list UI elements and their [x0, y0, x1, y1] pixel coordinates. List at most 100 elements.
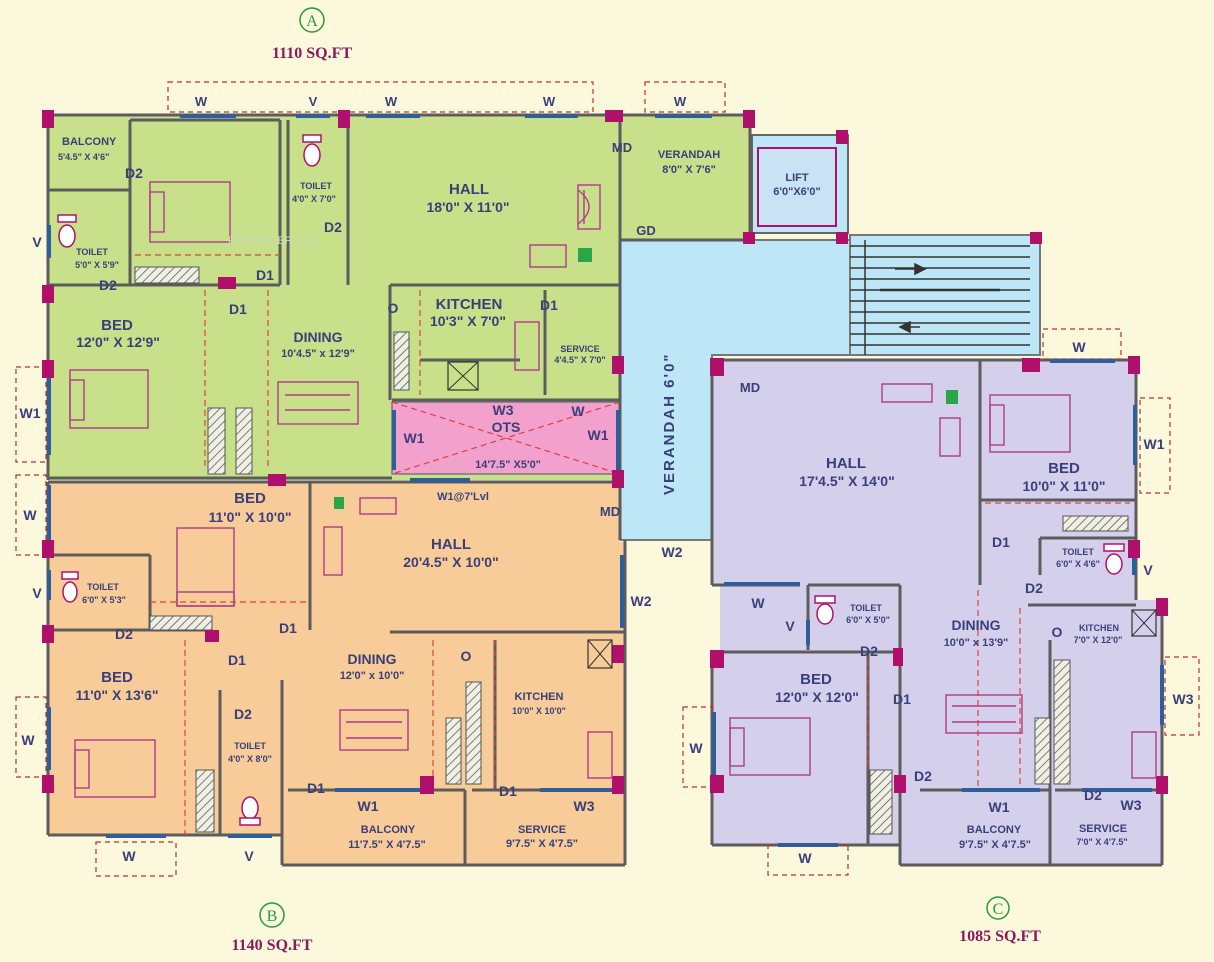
toilet-icon	[239, 796, 261, 826]
tag-d1: D1	[893, 691, 911, 707]
unit-c-letter: C	[993, 901, 1004, 918]
toilet-c1-dim: 6'0" X 4'6"	[1056, 559, 1100, 569]
tag-d1: D1	[992, 534, 1010, 550]
sink-icon	[447, 361, 479, 391]
dining-c-name: DINING	[952, 617, 1001, 633]
tag-w1: W1	[404, 430, 425, 446]
tag-w: W	[21, 732, 35, 748]
tag-d2: D2	[125, 165, 143, 181]
balcony-c-dim: 9'7.5" X 4'7.5"	[959, 839, 1031, 851]
toilet-b1-name: TOILET	[87, 582, 119, 592]
tag-gd: GD	[636, 223, 656, 238]
tag-w3: W3	[1121, 797, 1142, 813]
tag-w3: W3	[574, 798, 595, 814]
hall-b-name: HALL	[431, 536, 471, 553]
plant-icon	[334, 497, 344, 509]
tag-w: W	[751, 595, 765, 611]
tag-d2: D2	[324, 219, 342, 235]
hall-a-name: HALL	[449, 181, 489, 198]
dining-b-dim: 12'0" x 10'0"	[340, 670, 405, 682]
sink-icon	[587, 639, 613, 669]
dining-a-name: DINING	[294, 329, 343, 345]
dining-table-icon	[339, 709, 409, 751]
tag-w1: W1	[358, 798, 379, 814]
hall-c-name: HALL	[826, 455, 866, 472]
tag-w: W	[122, 848, 136, 864]
tag-md: MD	[600, 504, 620, 519]
bed-a-dim: 12'0" X 12'9"	[76, 334, 160, 350]
unit-b-rooms: BED 11'0" X 10'0" TOILET 6'0" X 5'3" HAL…	[76, 490, 578, 851]
plant-icon	[578, 248, 592, 262]
tag-w2: W2	[631, 593, 652, 609]
unit-a-circle	[299, 7, 325, 33]
tag-v: V	[1143, 562, 1153, 578]
unit-a-area: 1110 SQ.FT	[272, 45, 352, 62]
tag-w1: W1	[1144, 436, 1165, 452]
unit-c-label: C 1085 SQ.FT	[959, 896, 1041, 945]
unit-a-label: A 1110 SQ.FT	[272, 7, 352, 62]
unit-b-walls	[46, 480, 627, 867]
hall-a-dim: 18'0" X 11'0"	[427, 199, 510, 215]
toilet-c2-name: TOILET	[850, 603, 882, 613]
tag-v: V	[244, 848, 254, 864]
tag-w1-lvl: W1@7'Lvl	[437, 491, 489, 503]
sink-icon	[1131, 609, 1157, 637]
sofa-icon	[529, 244, 567, 268]
stove-icon	[1131, 731, 1157, 779]
tag-d1: D1	[540, 297, 558, 313]
tag-w: W	[1072, 339, 1086, 355]
balcony-b-name: BALCONY	[361, 824, 416, 836]
plant-icon	[946, 390, 958, 404]
toilet-b1-dim: 6'0" X 5'3"	[82, 595, 126, 605]
unit-a-fill	[48, 115, 750, 480]
balcony-c-name: BALCONY	[967, 824, 1022, 836]
toilet-c2-dim: 6'0" X 5'0"	[846, 615, 890, 625]
furniture	[57, 134, 1157, 826]
kitchen-b-name: KITCHEN	[515, 691, 564, 703]
toilet-a2-name: TOILET	[300, 181, 332, 191]
tag-d2: D2	[99, 277, 117, 293]
tag-md: MD	[740, 380, 760, 395]
verandah-label: VERANDAH 6'0"	[661, 352, 678, 495]
sofa-icon	[359, 497, 397, 515]
tag-o: O	[1052, 624, 1063, 640]
tag-d1: D1	[279, 620, 297, 636]
service-a-name: SERVICE	[560, 344, 599, 354]
service-a-dim: 4'4.5" X 7'0"	[554, 355, 605, 365]
unit-b-circle	[259, 902, 285, 928]
dining-b-name: DINING	[348, 651, 397, 667]
dining-table-icon	[277, 381, 359, 425]
tag-v: V	[309, 94, 318, 109]
service-c-dim: 7'0" X 4'7.5"	[1076, 837, 1127, 847]
bed-b2-name: BED	[101, 669, 133, 686]
bed-c2-dim: 12'0" X 12'0"	[775, 689, 859, 705]
toilet-icon	[302, 134, 322, 167]
service-c-name: SERVICE	[1079, 823, 1127, 835]
unit-a-rooms: BALCONY 5'4.5" X 4'6" TOILET 5'0" X 5'9"…	[58, 136, 821, 471]
columns	[42, 110, 1168, 794]
toilet-icon	[61, 571, 79, 603]
tag-d1: D1	[307, 780, 325, 796]
ots-area	[391, 401, 621, 475]
lift-dim: 6'0"X6'0"	[773, 186, 820, 198]
sofa-icon	[939, 417, 961, 457]
tag-v: V	[32, 234, 42, 250]
tag-w: W	[798, 850, 812, 866]
tag-d1: D1	[229, 301, 247, 317]
service-b-name: SERVICE	[518, 824, 566, 836]
tag-md: MD	[612, 140, 632, 155]
unit-b-label: B 1140 SQ.FT	[232, 902, 313, 954]
balcony-a-name: BALCONY	[62, 136, 117, 148]
tag-v: V	[32, 585, 42, 601]
sofa-icon	[577, 184, 601, 230]
tag-d1: D1	[228, 652, 246, 668]
tag-d2: D2	[115, 626, 133, 642]
lift-car	[757, 147, 837, 227]
ots-dim: 14'7.5" X5'0"	[475, 459, 541, 471]
hatched-elements	[134, 266, 1129, 835]
tag-o: O	[388, 300, 399, 316]
balcony-a-dim: 5'4.5" X 4'6"	[58, 152, 109, 162]
tag-w1: W1	[20, 405, 41, 421]
unit-b-fill	[48, 482, 625, 865]
tag-o: O	[461, 648, 472, 664]
